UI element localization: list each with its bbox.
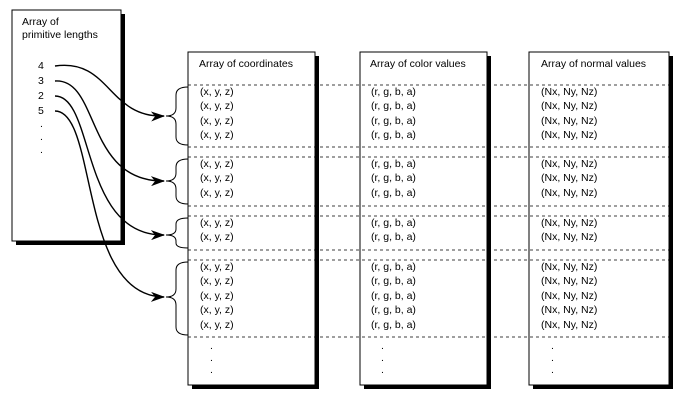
normals-box bbox=[528, 51, 670, 386]
colors-box bbox=[359, 51, 488, 386]
column-ellipsis-dot: . bbox=[551, 340, 554, 352]
color-entry: (r, g, b, a) bbox=[371, 100, 416, 113]
normals-title: Array of normal values bbox=[541, 58, 647, 70]
arrow-length-3 bbox=[54, 80, 165, 187]
length-value: 4 bbox=[38, 60, 44, 72]
coord-entry: (x, y, z) bbox=[200, 318, 234, 331]
normal-entry: (Nx, Ny, Nz) bbox=[541, 231, 598, 244]
lengths-box bbox=[11, 9, 122, 242]
group-brace bbox=[165, 86, 189, 146]
arrow-length-2 bbox=[54, 95, 165, 241]
color-entry: (r, g, b, a) bbox=[371, 217, 416, 229]
length-value: 3 bbox=[38, 75, 44, 87]
colors-title: Array of color values bbox=[370, 58, 466, 70]
coord-entry: (x, y, z) bbox=[200, 261, 234, 273]
lengths-ellipsis-dot: . bbox=[40, 144, 43, 156]
normal-entry: (Nx, Ny, Nz) bbox=[541, 129, 598, 142]
color-entry: (r, g, b, a) bbox=[371, 289, 416, 302]
normal-entry: (Nx, Ny, Nz) bbox=[541, 318, 598, 331]
coord-entry: (x, y, z) bbox=[200, 86, 234, 98]
color-entry: (r, g, b, a) bbox=[371, 114, 416, 127]
color-entry: (r, g, b, a) bbox=[371, 261, 416, 273]
lengths-ellipsis-dot: . bbox=[40, 131, 43, 143]
coord-entry: (x, y, z) bbox=[200, 114, 234, 127]
column-ellipsis-dot: . bbox=[551, 352, 554, 364]
arrow-length-4 bbox=[54, 64, 165, 122]
length-value: 2 bbox=[38, 90, 44, 102]
column-ellipsis-dot: . bbox=[210, 352, 213, 364]
normal-entry: (Nx, Ny, Nz) bbox=[541, 158, 598, 170]
coord-entry: (x, y, z) bbox=[200, 158, 234, 170]
color-entry: (r, g, b, a) bbox=[371, 304, 416, 317]
group-brace bbox=[165, 217, 189, 249]
group-brace bbox=[165, 261, 189, 336]
normal-entry: (Nx, Ny, Nz) bbox=[541, 261, 598, 273]
coord-entry: (x, y, z) bbox=[200, 100, 234, 113]
color-entry: (r, g, b, a) bbox=[371, 318, 416, 331]
normal-entry: (Nx, Ny, Nz) bbox=[541, 186, 598, 199]
group-brace bbox=[165, 158, 189, 205]
column-ellipsis-dot: . bbox=[210, 340, 213, 352]
color-entry: (r, g, b, a) bbox=[371, 231, 416, 244]
length-value: 5 bbox=[38, 105, 44, 117]
column-ellipsis-dot: . bbox=[210, 364, 213, 376]
color-entry: (r, g, b, a) bbox=[371, 158, 416, 170]
column-ellipsis-dot: . bbox=[381, 340, 384, 352]
normal-entry: (Nx, Ny, Nz) bbox=[541, 172, 598, 185]
coord-entry: (x, y, z) bbox=[200, 217, 234, 229]
color-entry: (r, g, b, a) bbox=[371, 86, 416, 98]
color-entry: (r, g, b, a) bbox=[371, 186, 416, 199]
coord-entry: (x, y, z) bbox=[200, 304, 234, 317]
lengths-ellipsis-dot: . bbox=[40, 118, 43, 130]
column-ellipsis-dot: . bbox=[381, 364, 384, 376]
normal-entry: (Nx, Ny, Nz) bbox=[541, 100, 598, 113]
column-ellipsis-dot: . bbox=[551, 364, 554, 376]
coord-entry: (x, y, z) bbox=[200, 186, 234, 199]
color-entry: (r, g, b, a) bbox=[371, 172, 416, 185]
normal-entry: (Nx, Ny, Nz) bbox=[541, 275, 598, 288]
coords-title: Array of coordinates bbox=[199, 58, 293, 70]
lengths-title-line-1: Array of bbox=[22, 16, 59, 28]
normal-entry: (Nx, Ny, Nz) bbox=[541, 304, 598, 317]
color-entry: (r, g, b, a) bbox=[371, 275, 416, 288]
coords-box bbox=[187, 51, 316, 386]
coord-entry: (x, y, z) bbox=[200, 275, 234, 288]
normal-entry: (Nx, Ny, Nz) bbox=[541, 289, 598, 302]
coord-entry: (x, y, z) bbox=[200, 129, 234, 142]
lengths-title-line-2: primitive lengths bbox=[22, 29, 98, 41]
normal-entry: (Nx, Ny, Nz) bbox=[541, 217, 598, 229]
arrow-length-5 bbox=[54, 110, 165, 302]
color-entry: (r, g, b, a) bbox=[371, 129, 416, 142]
coord-entry: (x, y, z) bbox=[200, 231, 234, 244]
normal-entry: (Nx, Ny, Nz) bbox=[541, 114, 598, 127]
normal-entry: (Nx, Ny, Nz) bbox=[541, 86, 598, 98]
column-ellipsis-dot: . bbox=[381, 352, 384, 364]
coord-entry: (x, y, z) bbox=[200, 289, 234, 302]
coord-entry: (x, y, z) bbox=[200, 172, 234, 185]
